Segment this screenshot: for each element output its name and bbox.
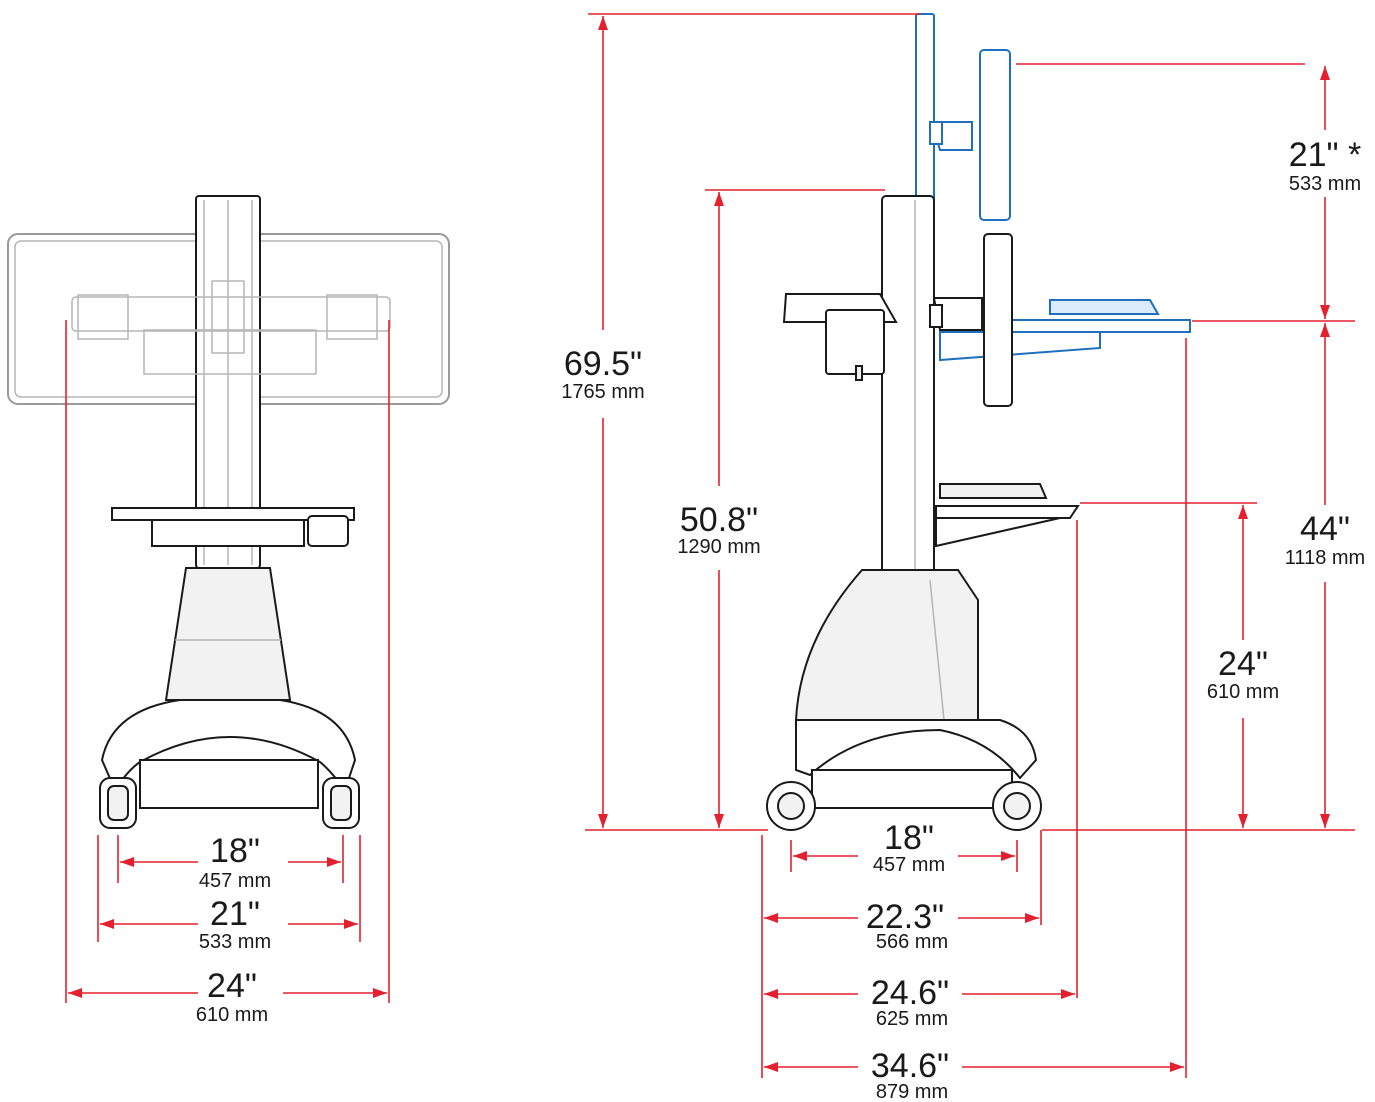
base-depth-inches: 22.3" — [866, 898, 944, 936]
side-monitor — [929, 233, 1013, 407]
dimension-arrowhead — [1001, 851, 1015, 861]
front-left-caster — [99, 777, 137, 829]
depth-lowered-mm: 625 mm — [876, 1008, 948, 1030]
side-wheel-base-inches: 18" — [884, 819, 934, 857]
dimension-arrowhead — [1320, 305, 1330, 319]
front-base-width-inches: 21" — [210, 895, 260, 933]
side-wheel-base-mm: 457 mm — [873, 854, 945, 876]
work-surface-min-mm: 610 mm — [1207, 681, 1279, 703]
dimension-arrowhead — [1320, 323, 1330, 337]
dimension-arrowhead — [764, 1062, 778, 1072]
work-surface-max-mm: 1118 mm — [1285, 547, 1365, 569]
mast-height-inches: 50.8" — [680, 501, 758, 539]
front-wheel-base-inches: 18" — [210, 832, 260, 870]
front-wheel-base-mm: 457 mm — [199, 870, 271, 892]
front-base-housing — [164, 567, 292, 701]
right-monitor-outline — [228, 233, 450, 405]
dimension-arrowhead — [764, 989, 778, 999]
work-surface-max-inches: 44" — [1300, 510, 1350, 548]
dimension-arrowhead — [764, 913, 778, 923]
total-height-mm: 1765 mm — [561, 381, 644, 403]
side-front-wheel — [766, 781, 816, 831]
front-view-cart — [7, 195, 450, 829]
front-monitor-span-inches: 24" — [207, 967, 257, 1005]
side-work-surface — [935, 483, 1080, 548]
dimension-arrowhead — [598, 16, 608, 30]
dimension-arrowhead — [714, 814, 724, 828]
base-depth-mm: 566 mm — [876, 931, 948, 953]
dimension-arrowhead — [1320, 66, 1330, 80]
dimension-arrowhead — [1238, 505, 1248, 519]
side-utility-basket — [782, 293, 898, 381]
total-height-inches: 69.5" — [564, 345, 642, 383]
dimension-arrowhead — [100, 919, 114, 929]
raised-mast-extension — [915, 13, 935, 205]
dimension-arrowhead — [1061, 989, 1075, 999]
mast-height-mm: 1290 mm — [677, 536, 760, 558]
raised-monitor — [929, 49, 1011, 221]
dimension-arrowhead — [327, 857, 341, 867]
monitor-travel-inches: 21" * — [1289, 136, 1362, 174]
front-base-width-mm: 533 mm — [199, 931, 271, 953]
depth-lowered-inches: 24.6" — [871, 974, 949, 1012]
depth-raised-inches: 34.6" — [871, 1047, 949, 1085]
dimension-arrowhead — [714, 192, 724, 206]
dimension-arrowhead — [1238, 814, 1248, 828]
front-work-tray — [111, 507, 355, 521]
dimension-lines — [65, 13, 1355, 1078]
dimension-arrowhead — [120, 857, 134, 867]
side-mast — [881, 195, 935, 575]
side-rear-wheel — [992, 781, 1042, 831]
depth-raised-mm: 879 mm — [876, 1081, 948, 1102]
dimension-arrowhead — [793, 851, 807, 861]
dimension-arrowhead — [68, 988, 82, 998]
dimension-arrowhead — [373, 988, 387, 998]
side-view-cart — [766, 13, 1191, 831]
dimension-arrowhead — [598, 814, 608, 828]
side-arched-base — [795, 719, 1038, 780]
dimension-arrowhead — [1025, 913, 1039, 923]
work-surface-min-inches: 24" — [1218, 645, 1268, 683]
dimension-arrowhead — [344, 919, 358, 929]
side-base-housing — [794, 569, 979, 721]
front-right-caster — [322, 777, 360, 829]
monitor-travel-mm: 533 mm — [1289, 173, 1361, 195]
dimension-arrowhead — [1320, 814, 1330, 828]
front-monitor-span-mm: 610 mm — [196, 1004, 268, 1026]
dimension-arrowhead — [1170, 1062, 1184, 1072]
